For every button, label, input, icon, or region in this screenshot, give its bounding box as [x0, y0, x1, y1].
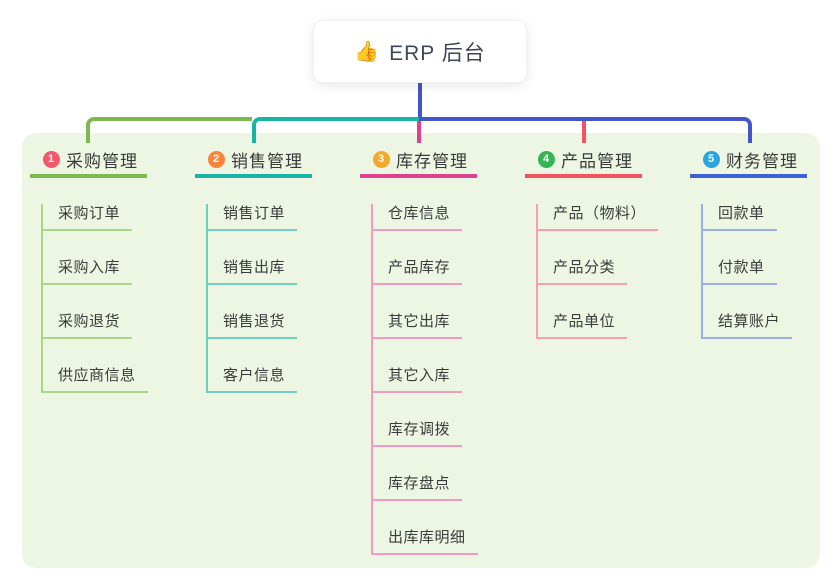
branch-4-child-3[interactable]: 产品单位 — [538, 312, 628, 339]
branch-1-number-badge: 1 — [43, 150, 60, 168]
branch-2-child-4[interactable]: 客户信息 — [208, 366, 298, 393]
branch-5-child-1[interactable]: 回款单 — [703, 204, 777, 231]
root-node-label: ERP 后台 — [389, 41, 486, 65]
root-node[interactable]: 👍 ERP 后台 — [313, 20, 527, 83]
branch-3-child-7[interactable]: 出库库明细 — [373, 528, 478, 555]
branch-2-child-1[interactable]: 销售订单 — [208, 204, 298, 231]
branch-3-children: 仓库信息产品库存其它出库其它入库库存调拨库存盘点出库库明细 — [371, 204, 520, 555]
connector-root-stem — [418, 83, 422, 121]
branch-5-number-badge: 5 — [703, 150, 720, 168]
thumbs-up-icon: 👍 — [354, 40, 381, 63]
branch-1-title-label: 采购管理 — [66, 151, 138, 171]
branch-1: 1 采购管理采购订单采购入库采购退货供应商信息 — [30, 148, 190, 393]
branch-3-number-badge: 3 — [373, 150, 390, 168]
branch-2-child-3[interactable]: 销售退货 — [208, 312, 298, 339]
branch-1-child-2[interactable]: 采购入库 — [43, 258, 133, 285]
branch-5-child-3[interactable]: 结算账户 — [703, 312, 793, 339]
branch-5-child-2[interactable]: 付款单 — [703, 258, 777, 285]
branch-3: 3 库存管理仓库信息产品库存其它出库其它入库库存调拨库存盘点出库库明细 — [360, 148, 520, 555]
branch-3-child-6[interactable]: 库存盘点 — [373, 474, 463, 501]
connector-branch2-elbow — [252, 117, 419, 143]
branch-3-child-5[interactable]: 库存调拨 — [373, 420, 463, 447]
branch-1-child-3[interactable]: 采购退货 — [43, 312, 133, 339]
branch-2: 2 销售管理销售订单销售出库销售退货客户信息 — [195, 148, 355, 393]
branch-5: 5 财务管理回款单付款单结算账户 — [690, 148, 839, 339]
branch-3-title[interactable]: 3 库存管理 — [360, 148, 477, 178]
branches-panel-background — [22, 133, 820, 568]
branch-3-title-label: 库存管理 — [396, 151, 468, 171]
branch-5-children: 回款单付款单结算账户 — [701, 204, 839, 339]
branch-5-title[interactable]: 5 财务管理 — [690, 148, 807, 178]
connector-branch4-drop — [582, 121, 586, 143]
branch-1-title[interactable]: 1 采购管理 — [30, 148, 147, 178]
branch-3-child-1[interactable]: 仓库信息 — [373, 204, 463, 231]
branch-4-children: 产品（物料） 产品分类产品单位 — [536, 204, 685, 339]
branch-4-title-label: 产品管理 — [561, 151, 633, 171]
branch-1-children: 采购订单采购入库采购退货供应商信息 — [41, 204, 190, 393]
branch-4-child-1[interactable]: 产品（物料） — [538, 204, 659, 231]
branch-4-number-badge: 4 — [538, 150, 555, 168]
branch-3-child-4[interactable]: 其它入库 — [373, 366, 463, 393]
branch-2-number-badge: 2 — [208, 150, 225, 168]
branch-2-child-2[interactable]: 销售出库 — [208, 258, 298, 285]
branch-1-child-4[interactable]: 供应商信息 — [43, 366, 148, 393]
branch-3-child-3[interactable]: 其它出库 — [373, 312, 463, 339]
branch-5-title-label: 财务管理 — [726, 151, 798, 171]
branch-2-title[interactable]: 2 销售管理 — [195, 148, 312, 178]
branch-2-children: 销售订单销售出库销售退货客户信息 — [206, 204, 355, 393]
branch-4: 4 产品管理产品（物料） 产品分类产品单位 — [525, 148, 685, 339]
connector-branch1-elbow — [86, 117, 252, 143]
branch-1-child-1[interactable]: 采购订单 — [43, 204, 133, 231]
branch-3-child-2[interactable]: 产品库存 — [373, 258, 463, 285]
branch-2-title-label: 销售管理 — [231, 151, 303, 171]
connector-branch5-elbow — [419, 117, 752, 143]
branch-4-child-2[interactable]: 产品分类 — [538, 258, 628, 285]
connector-branch3-drop — [417, 121, 421, 143]
branch-4-title[interactable]: 4 产品管理 — [525, 148, 642, 178]
